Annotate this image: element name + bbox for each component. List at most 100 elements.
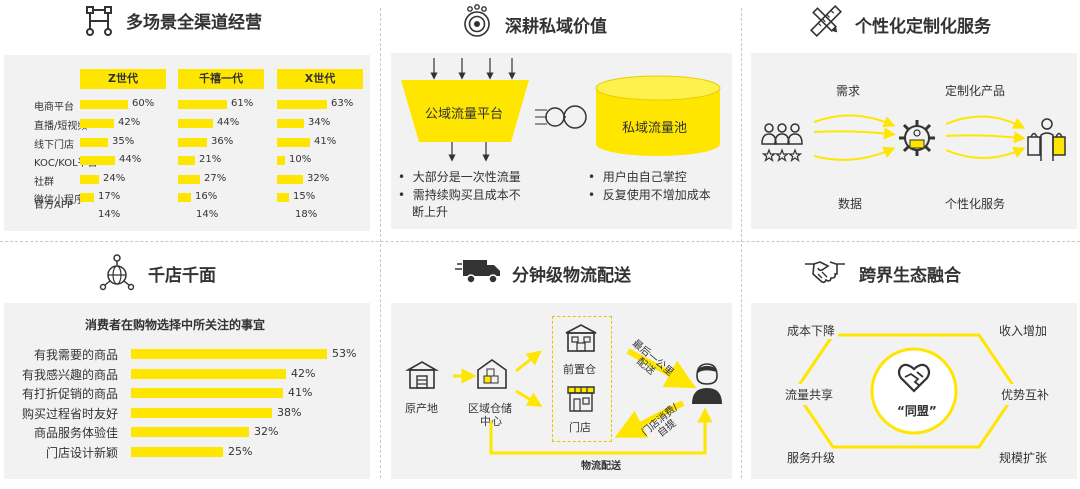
channel-network-icon bbox=[86, 6, 112, 36]
concern-bar-2 bbox=[131, 388, 283, 398]
logistics-delivery-label: 物流配送 bbox=[581, 461, 621, 472]
bar-m-4 bbox=[178, 175, 200, 184]
pct-z-0: 60% bbox=[132, 98, 155, 109]
public-bullet-1: • 大部分是一次性流量 bbox=[398, 170, 521, 184]
bar-z-2 bbox=[80, 138, 108, 147]
scale-up-label: 规模扩张 bbox=[996, 449, 1051, 466]
panel-ecosystem-title: 跨界生态融合 bbox=[859, 266, 961, 286]
public-bullet-2: • 需持续购买且成本不 bbox=[398, 188, 521, 202]
store-label: 门店 bbox=[569, 421, 591, 434]
pct-m-3: 21% bbox=[199, 154, 222, 165]
concern-bar-3 bbox=[131, 408, 272, 418]
private-bullet-1: • 用户由自己掌控 bbox=[588, 170, 687, 184]
cost-down-label: 成本下降 bbox=[784, 322, 839, 339]
panel-private-traffic-title: 深耕私域价值 bbox=[505, 17, 607, 37]
bar-m-3 bbox=[178, 156, 195, 165]
pct-x-4: 32% bbox=[307, 173, 330, 184]
pct-x-1: 34% bbox=[308, 117, 331, 128]
private-bullet-2: • 反复使用不增加成本 bbox=[588, 188, 711, 202]
users-rating-icon bbox=[761, 123, 803, 163]
delivery-truck-icon bbox=[455, 260, 500, 284]
bar-x-0 bbox=[277, 100, 327, 109]
bar-z-1 bbox=[80, 119, 114, 128]
concern-bar-1 bbox=[131, 369, 286, 379]
advantage-label: 优势互补 bbox=[998, 384, 1053, 405]
concern-pct-4: 32% bbox=[254, 425, 279, 438]
front-warehouse-icon bbox=[565, 324, 597, 352]
pct-z-3: 44% bbox=[119, 154, 142, 165]
generation-header-2: X世代 bbox=[277, 69, 363, 89]
concern-label-4: 商品服务体验佳 bbox=[33, 426, 118, 440]
store-network-icon bbox=[99, 254, 135, 291]
pct-x-0: 63% bbox=[331, 98, 354, 109]
divider-h bbox=[0, 241, 1080, 242]
panel-store-diversity-title: 千店千面 bbox=[148, 266, 216, 286]
concern-bar-0 bbox=[131, 349, 327, 359]
handshake-icon bbox=[805, 261, 845, 284]
pct-z-5: 17% bbox=[98, 191, 121, 202]
pct-z-6: 14% bbox=[98, 209, 121, 220]
concern-pct-5: 25% bbox=[228, 445, 253, 458]
panel-logistics-title: 分钟级物流配送 bbox=[512, 266, 631, 286]
public-traffic-funnel bbox=[401, 80, 529, 142]
concern-label-2: 有打折促销的商品 bbox=[21, 387, 118, 401]
concern-bar-5 bbox=[131, 447, 223, 457]
pct-z-4: 24% bbox=[103, 173, 126, 184]
alliance-label: “同盟” bbox=[897, 404, 937, 418]
bar-m-2 bbox=[178, 138, 207, 147]
bar-z-4 bbox=[80, 175, 99, 184]
origin-label: 原产地 bbox=[405, 402, 438, 415]
conversion-connector-icon bbox=[535, 105, 587, 129]
pct-m-5: 16% bbox=[195, 191, 218, 202]
outflow-arrows bbox=[448, 142, 490, 162]
shopper-icon bbox=[1027, 118, 1066, 161]
pct-x-6: 18% bbox=[295, 209, 318, 220]
store-icon bbox=[567, 386, 595, 412]
pct-m-2: 36% bbox=[211, 136, 234, 147]
concern-label-5: 门店设计新颖 bbox=[45, 446, 118, 460]
panel-customization-title: 个性化定制化服务 bbox=[855, 17, 991, 37]
private-traffic-pool bbox=[595, 75, 721, 156]
logistics-flow-arrows bbox=[453, 348, 713, 455]
customization-flow-arrows bbox=[813, 114, 1026, 161]
pct-m-1: 44% bbox=[217, 117, 240, 128]
bar-x-3 bbox=[277, 156, 285, 165]
pct-x-2: 41% bbox=[314, 136, 337, 147]
bar-x-1 bbox=[277, 119, 304, 128]
personal-service-label: 个性化服务 bbox=[945, 197, 1006, 211]
panel-omnichannel-title: 多场景全渠道经营 bbox=[126, 13, 262, 33]
private-pool-label: 私域流量池 bbox=[622, 121, 688, 136]
divider-v2 bbox=[741, 8, 742, 478]
pct-x-5: 15% bbox=[293, 191, 316, 202]
front-warehouse-label: 前置仓 bbox=[563, 363, 596, 376]
customer-avatar-icon bbox=[692, 363, 722, 404]
channel-label-5: 微信小程序 bbox=[34, 195, 84, 206]
demand-label: 需求 bbox=[836, 84, 861, 98]
pct-z-2: 35% bbox=[112, 136, 135, 147]
bar-z-5 bbox=[80, 193, 94, 202]
channel-label-1: 直播/短视频 bbox=[34, 121, 88, 132]
concerns-chart-title: 消费者在购物选择中所关注的事宜 bbox=[85, 318, 266, 332]
ruler-pencil-icon bbox=[810, 5, 842, 37]
pct-m-6: 14% bbox=[196, 209, 219, 220]
bar-x-5 bbox=[277, 193, 289, 202]
divider-v1 bbox=[380, 8, 381, 478]
channel-label-3: KOC/KOL平台 bbox=[34, 158, 98, 169]
pct-x-3: 10% bbox=[289, 154, 312, 165]
front-store-group bbox=[552, 316, 612, 442]
custom-product-label: 定制化产品 bbox=[945, 84, 1006, 98]
channel-label-4: 社群 bbox=[34, 177, 54, 188]
data-label: 数据 bbox=[838, 197, 863, 211]
bar-z-3 bbox=[80, 156, 115, 165]
channel-label-0: 电商平台 bbox=[34, 102, 74, 113]
concern-pct-3: 38% bbox=[277, 406, 302, 419]
pct-z-1: 42% bbox=[118, 117, 141, 128]
regional-warehouse-icon bbox=[477, 359, 507, 389]
income-up-label: 收入增加 bbox=[996, 322, 1051, 339]
target-icon bbox=[464, 4, 490, 37]
pct-m-4: 27% bbox=[204, 173, 227, 184]
public-traffic-label: 公域流量平台 bbox=[425, 107, 504, 122]
gear-processing-icon bbox=[899, 120, 935, 156]
concern-pct-2: 41% bbox=[288, 386, 313, 399]
regional-warehouse-label-1: 区域仓储 bbox=[468, 402, 512, 415]
